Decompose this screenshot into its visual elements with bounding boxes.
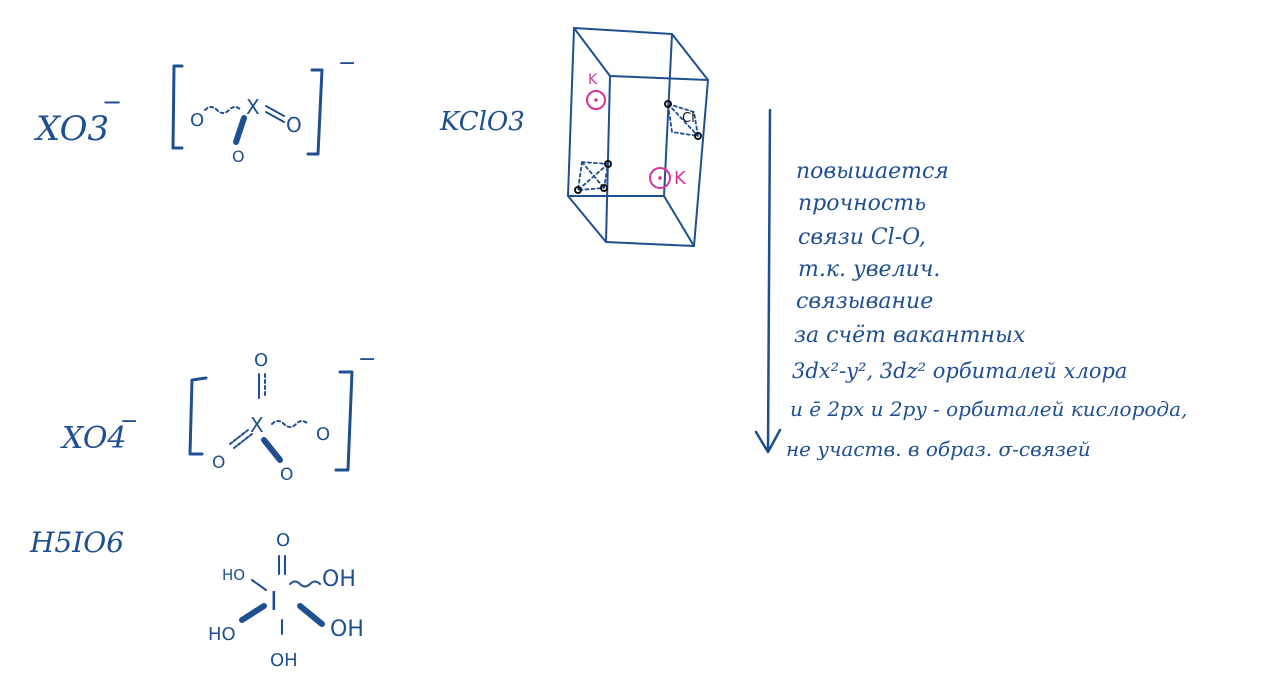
k-atom-bottom-center <box>658 176 662 180</box>
xo4-center-x: X <box>250 413 264 437</box>
k-atom-bottom <box>649 167 671 189</box>
note-line: т.к. увелич. <box>798 257 940 282</box>
note-line: прочность <box>798 191 926 216</box>
formula-kclo3: KClO3 <box>439 107 525 137</box>
cell-atom <box>694 132 702 140</box>
k-atom-top-center <box>594 98 598 102</box>
note-line: 3dx²-y², 3dz² орбиталей хлора <box>792 359 1127 383</box>
cell-left-edges <box>567 27 611 243</box>
h5io6-oxygen-top: O <box>276 530 290 551</box>
h5io6-oh-lower-right: OH <box>330 617 364 642</box>
cell-atom <box>574 186 582 194</box>
note-line: повышается <box>796 159 949 184</box>
xo4-wavy-bond <box>271 420 309 428</box>
xo3-center-x: X <box>246 95 260 119</box>
cell-atom <box>600 184 608 192</box>
h5io6-bond-upper-left <box>251 579 267 591</box>
xo4-bracket-charge: − <box>358 347 376 372</box>
xo4-wedge-bond <box>261 437 283 463</box>
xo3-wedge-bond <box>233 115 247 145</box>
h5io6-oh-upper-right: OH <box>322 567 356 592</box>
cell-cl-label: Cl <box>682 111 695 126</box>
xo3-left-bracket <box>171 64 184 150</box>
k-label-top: K <box>588 72 598 88</box>
h5io6-wavy-bond <box>289 580 321 588</box>
h5io6-ho-lower-left: HO <box>208 624 236 645</box>
crystal-cell: Cl K K <box>567 27 709 247</box>
cell-back-edge <box>663 33 695 247</box>
notes-block: повышается прочность связи Cl-O, т.к. ув… <box>786 159 1187 461</box>
note-line: связывание <box>796 289 933 314</box>
xo4-structure: − O X O O O <box>188 347 376 485</box>
xo4-left-bracket <box>188 376 208 456</box>
trend-arrow <box>754 108 782 454</box>
cell-right-edges <box>605 79 709 247</box>
h5io6-wedge-lower-left <box>239 603 267 623</box>
note-line: связи Cl-O, <box>798 225 926 250</box>
h5io6-oh-bottom: OH <box>270 650 298 671</box>
xo3-oxygen-right: O <box>286 113 302 137</box>
note-line: и ē 2px и 2py - орбиталей кислорода, <box>790 397 1187 421</box>
h5io6-double-bond <box>278 555 286 575</box>
k-atom-top <box>586 90 606 110</box>
xo3-right-bracket <box>306 68 324 156</box>
xo4-oxygen-top: O <box>254 350 268 371</box>
clo3-group-left <box>577 161 609 191</box>
xo4-oxygen-bottom-left: O <box>212 453 225 473</box>
xo4-right-bracket <box>334 370 354 472</box>
xo3-bracket-charge: − <box>338 51 356 76</box>
xo3-structure: − O X O O <box>171 51 356 166</box>
h5io6-center-i: I <box>270 587 278 617</box>
k-label-bottom: K <box>674 168 687 189</box>
xo3-double-bond <box>265 105 285 123</box>
formula-h5io6: H5IO6 <box>29 526 124 559</box>
h5io6-ho-upper-left: HO <box>222 566 245 584</box>
xo3-oxygen-left: O <box>190 110 204 131</box>
xo3-oxygen-bottom: O <box>232 147 245 166</box>
note-line: за счёт вакантных <box>794 323 1026 348</box>
xo4-oxygen-bottom: O <box>280 465 293 485</box>
formula-xo3: XO3 <box>33 109 109 149</box>
clo3-group-right <box>667 103 699 137</box>
cell-atom <box>604 160 612 168</box>
note-line: не участв. в образ. σ-связей <box>786 437 1091 461</box>
formula-xo4-charge: − <box>120 409 138 434</box>
formula-xo3-charge: − <box>102 88 122 116</box>
formula-xo4: XO4 <box>60 421 127 456</box>
cell-atom <box>664 100 672 108</box>
h5io6-structure: O HO I OH HO OH OH <box>208 530 364 671</box>
xo4-oxygen-right: O <box>316 424 330 445</box>
xo4-bond-lower-left <box>229 429 253 449</box>
h5io6-wedge-lower-right <box>297 603 325 627</box>
xo3-wavy-bond <box>204 106 242 114</box>
